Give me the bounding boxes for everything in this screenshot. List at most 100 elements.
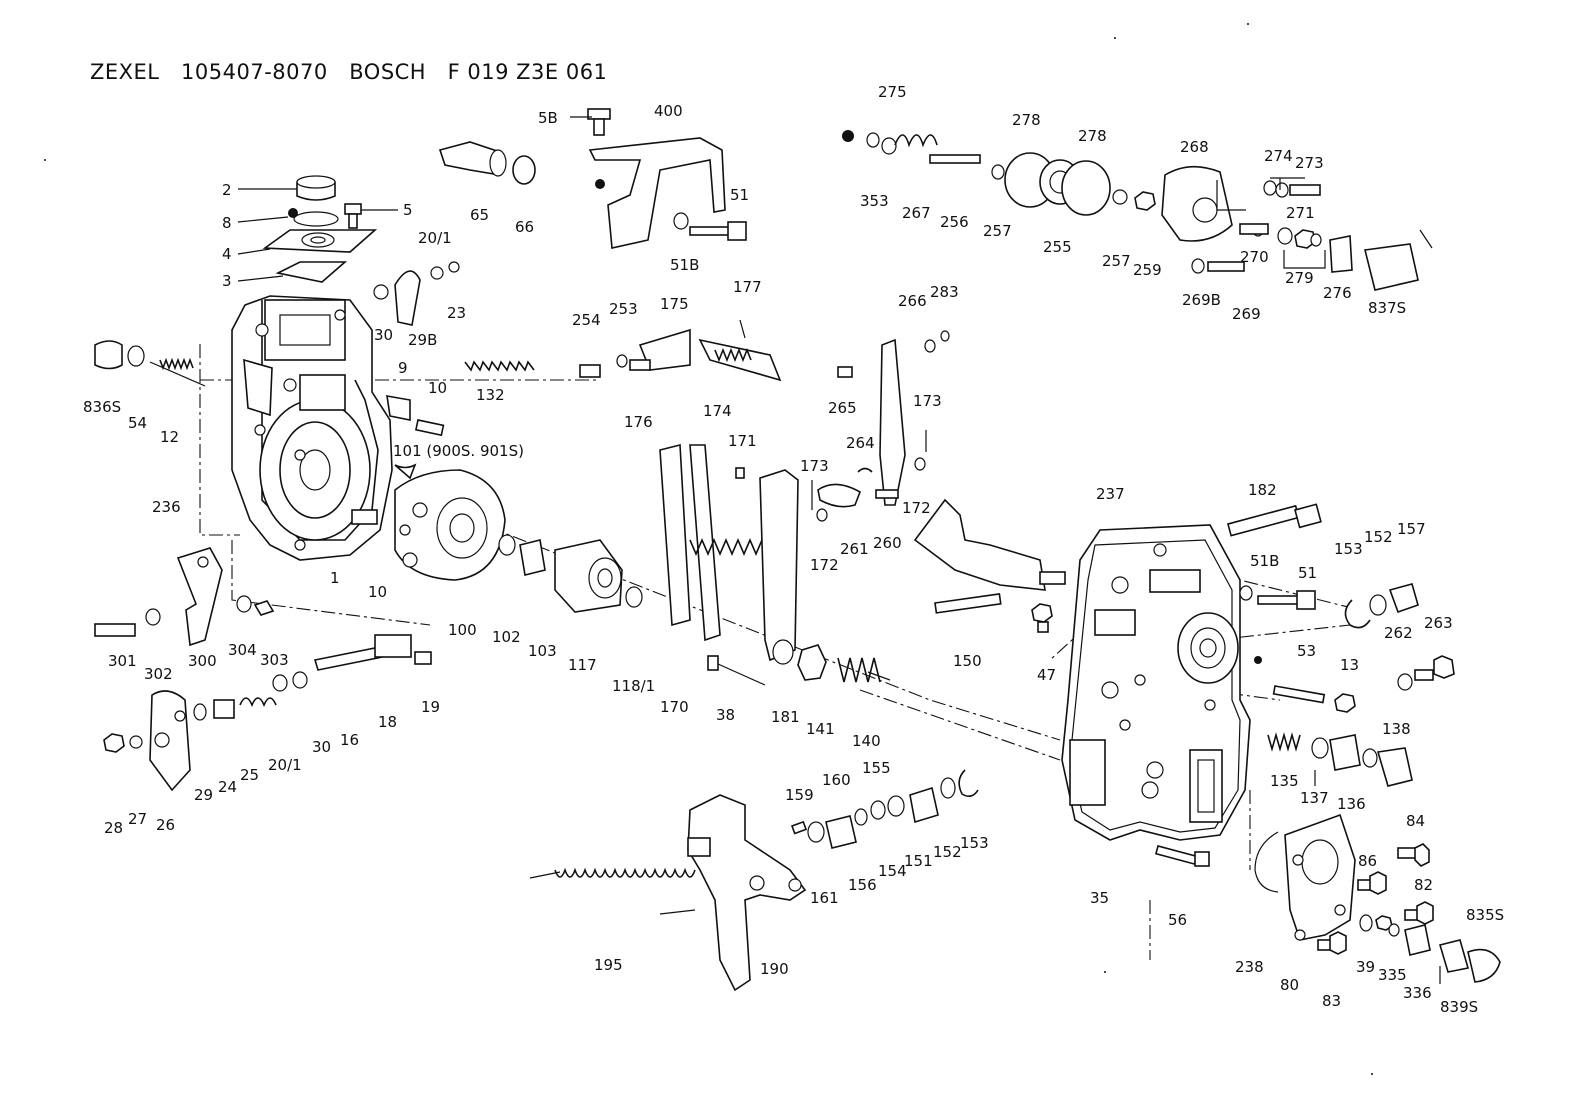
part-label: 100 xyxy=(448,621,477,639)
part-label: 269B xyxy=(1182,291,1221,309)
part-label: 151 xyxy=(904,852,933,870)
part-label: 238 xyxy=(1235,958,1264,976)
part-label: 159 xyxy=(785,786,814,804)
part-label: 65 xyxy=(470,206,489,224)
part-label: 18 xyxy=(378,713,397,731)
governor-sleeve-parts xyxy=(498,534,643,613)
part-label: 80 xyxy=(1280,976,1299,994)
part-label: 153 xyxy=(1334,540,1363,558)
part-label: 160 xyxy=(822,771,851,789)
part-label: 257 xyxy=(1102,252,1131,270)
part-label: 19 xyxy=(421,698,440,716)
governor-housing xyxy=(1061,524,1262,841)
part-label: 182 xyxy=(1248,481,1277,499)
lever-400 xyxy=(587,108,747,249)
part-label: 276 xyxy=(1323,284,1352,302)
part-label: 25 xyxy=(240,766,259,784)
control-lever-parts xyxy=(579,319,782,382)
part-label: 153 xyxy=(960,834,989,852)
part-label: 836S xyxy=(83,398,121,416)
part-label: 5 xyxy=(403,201,413,219)
part-label: 190 xyxy=(760,960,789,978)
part-label: 161 xyxy=(810,889,839,907)
part-label: 56 xyxy=(1168,911,1187,929)
part-label: 176 xyxy=(624,413,653,431)
part-label: 260 xyxy=(873,534,902,552)
cover-plate-parts xyxy=(1154,813,1501,983)
part-label: 137 xyxy=(1300,789,1329,807)
part-label: 82 xyxy=(1414,876,1433,894)
scan-specks xyxy=(44,23,1373,1075)
part-label: 10 xyxy=(368,583,387,601)
part-label: 10 xyxy=(428,379,447,397)
part-label: 51 xyxy=(730,186,749,204)
part-label: 20/1 xyxy=(268,756,302,774)
part-label: 839S xyxy=(1440,998,1478,1016)
part-label: 261 xyxy=(840,540,869,558)
part-label: 173 xyxy=(800,457,829,475)
part-label: 4 xyxy=(222,245,232,263)
part-label: 255 xyxy=(1043,238,1072,256)
part-label: 154 xyxy=(878,862,907,880)
part-label: 177 xyxy=(733,278,762,296)
part-label: 278 xyxy=(1078,127,1107,145)
part-label: 1 xyxy=(330,569,340,587)
part-label: 274 xyxy=(1264,147,1293,165)
part-label: 336 xyxy=(1403,984,1432,1002)
part-label: 304 xyxy=(228,641,257,659)
part-label: 54 xyxy=(128,414,147,432)
part-label: 263 xyxy=(1424,614,1453,632)
part-label: 837S xyxy=(1368,299,1406,317)
part-label: 271 xyxy=(1286,204,1315,222)
part-label: 47 xyxy=(1037,666,1056,684)
part-label: 181 xyxy=(771,708,800,726)
part-label: 136 xyxy=(1337,795,1366,813)
part-label: 83 xyxy=(1322,992,1341,1010)
part-label: 269 xyxy=(1232,305,1261,323)
part-label: 24 xyxy=(218,778,237,796)
leader-lines xyxy=(237,116,1441,984)
part-label: 84 xyxy=(1406,812,1425,830)
part-label: 268 xyxy=(1180,138,1209,156)
part-label: 283 xyxy=(930,283,959,301)
part-label: 195 xyxy=(594,956,623,974)
part-label: 172 xyxy=(902,499,931,517)
part-label: 5B xyxy=(538,109,558,127)
diagram-title: ZEXEL 105407-8070 BOSCH F 019 Z3E 061 xyxy=(90,60,607,84)
part-label: 275 xyxy=(878,83,907,101)
lower-left-parts xyxy=(94,547,432,792)
part-label: 117 xyxy=(568,656,597,674)
part-label: 237 xyxy=(1096,485,1125,503)
part-label: 51B xyxy=(670,256,699,274)
part-label: 174 xyxy=(703,402,732,420)
part-label: 141 xyxy=(806,720,835,738)
part-label: 66 xyxy=(515,218,534,236)
part-label: 103 xyxy=(528,642,557,660)
part-label: 303 xyxy=(260,651,289,669)
part-label: 86 xyxy=(1358,852,1377,870)
part-label: 140 xyxy=(852,732,881,750)
part-label: 171 xyxy=(728,432,757,450)
part-label: 20/1 xyxy=(418,229,452,247)
part-label: 12 xyxy=(160,428,179,446)
part-label: 278 xyxy=(1012,111,1041,129)
part-label: 266 xyxy=(898,292,927,310)
part-label: 13 xyxy=(1340,656,1359,674)
pump-housing xyxy=(231,295,393,561)
part-label: 236 xyxy=(152,498,181,516)
top-cover-parts xyxy=(262,175,378,283)
part-label: 175 xyxy=(660,295,689,313)
part-label: 2 xyxy=(222,181,232,199)
part-label: 273 xyxy=(1295,154,1324,172)
part-label: 157 xyxy=(1397,520,1426,538)
part-label: 400 xyxy=(654,102,683,120)
part-label: 264 xyxy=(846,434,875,452)
part-label: 118/1 xyxy=(612,677,655,695)
part-label: 26 xyxy=(156,816,175,834)
part-label: 170 xyxy=(660,698,689,716)
lower-lever-parts xyxy=(529,769,979,992)
part-label: 35 xyxy=(1090,889,1109,907)
part-label: 101 (900S. 901S) xyxy=(393,442,524,460)
part-label: 51 xyxy=(1298,564,1317,582)
